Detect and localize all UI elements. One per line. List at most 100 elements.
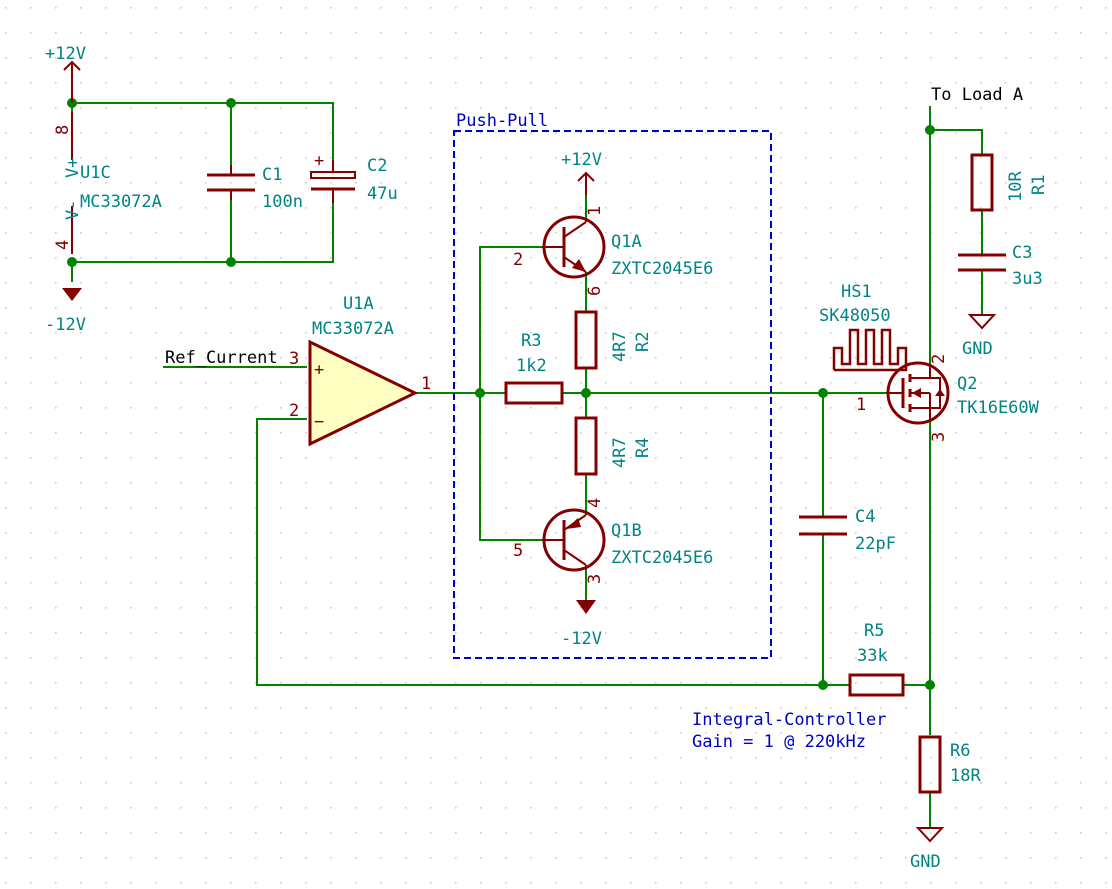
pin-number: 2 <box>513 250 523 270</box>
pin-name: V- <box>63 200 83 220</box>
heatsink-hs1: HS1 SK48050 <box>819 282 908 372</box>
net-label-ref-current: Ref_Current <box>165 348 278 368</box>
transistor-q1b: 5 4 3 Q1B ZXTC2045E6 <box>513 498 713 584</box>
junction-dot <box>67 257 77 267</box>
component-value: 33k <box>857 646 888 666</box>
component-ref: C4 <box>855 507 875 527</box>
group-boundary <box>453 130 772 659</box>
pin-number: 4 <box>585 498 605 508</box>
component-value: ZXTC2045E6 <box>611 548 713 568</box>
component-ref: C3 <box>1012 243 1032 263</box>
component-ref: U1C <box>80 163 111 183</box>
component-value: 18R <box>950 766 981 786</box>
component-ref: Q1A <box>611 232 642 252</box>
resistor-r2: 4R7 R2 <box>574 310 653 370</box>
wire-q1a-base <box>479 246 542 393</box>
pin-number: 3 <box>289 349 299 369</box>
pin-number: 4 <box>53 240 73 250</box>
emitter-arrow-icon <box>566 518 581 529</box>
capacitor-c1: C1 100n <box>207 165 303 212</box>
resistor-r4: 4R7 R4 <box>574 416 653 476</box>
pin-number: 5 <box>513 541 523 561</box>
resistor-r1: 10R R1 <box>970 153 1049 212</box>
capacitor-c3: C3 3u3 <box>958 243 1043 289</box>
component-ref: HS1 <box>841 282 872 302</box>
pin-number: 2 <box>929 354 949 364</box>
component-value: MC33072A <box>312 319 394 339</box>
power-vneg-left: -12V <box>45 288 86 335</box>
u1c-symbol: 8 4 V+ V- U1C MC33072A <box>53 112 162 254</box>
pin-name: V+ <box>63 158 83 178</box>
power-gnd-r6: GND <box>910 827 945 872</box>
transistor-q1a: 2 1 6 Q1A ZXTC2045E6 <box>513 206 713 296</box>
resistor-r6: R6 18R <box>918 735 981 794</box>
component-ref: U1A <box>343 294 374 314</box>
component-ref: Q1B <box>611 521 642 541</box>
power-label: -12V <box>561 629 602 649</box>
pin-number: 1 <box>421 374 431 394</box>
body-arrow-icon <box>912 388 921 398</box>
junction-dot <box>226 98 236 108</box>
ground-icon <box>915 827 945 843</box>
component-value: 47u <box>367 184 398 204</box>
pin-number: 3 <box>929 432 949 442</box>
power-vpos-q1a: +12V <box>561 150 602 195</box>
polarity-mark: + <box>314 151 324 171</box>
pin-number: 1 <box>585 206 605 216</box>
component-ref: R5 <box>864 621 884 641</box>
pin-number: 1 <box>856 395 866 415</box>
component-value: ZXTC2045E6 <box>611 259 713 279</box>
component-value: SK48050 <box>819 306 891 326</box>
power-vneg-q1b: -12V <box>561 600 602 649</box>
input-minus-sign: − <box>314 412 324 432</box>
component-ref: C2 <box>367 156 387 176</box>
net-label-to-load: To Load A <box>931 85 1023 105</box>
diode-icon <box>935 389 945 396</box>
component-ref: R6 <box>950 741 970 761</box>
push-pull-group: Push-Pull <box>453 111 772 659</box>
junction-dot <box>925 680 935 690</box>
component-value: 4R7 <box>610 331 630 362</box>
power-label: GND <box>910 852 941 872</box>
power-vpos-left: +12V <box>45 44 86 103</box>
component-value: MC33072A <box>80 192 162 212</box>
group-title: Push-Pull <box>456 111 548 131</box>
component-ref: R1 <box>1029 175 1049 195</box>
power-label: +12V <box>45 44 86 64</box>
resistor-r5: R5 33k <box>848 621 905 697</box>
power-gnd-c3: GND <box>962 314 997 359</box>
capacitor-c4: C4 22pF <box>799 507 896 554</box>
arrow-down-icon <box>576 600 596 614</box>
junction-dot <box>818 388 828 398</box>
junction-dot <box>226 257 236 267</box>
component-value: 100n <box>262 192 303 212</box>
emitter-arrow-icon <box>572 259 586 272</box>
capacitor-c2: + C2 47u <box>310 151 398 204</box>
pin-number: 2 <box>289 401 299 421</box>
power-label: -12V <box>45 315 86 335</box>
junction-dot <box>818 680 828 690</box>
heatsink-icon <box>832 328 908 372</box>
note-line: Gain = 1 @ 220kHz <box>692 732 866 752</box>
wire-feedback <box>256 418 850 686</box>
ground-icon <box>967 314 997 330</box>
component-ref: C1 <box>262 165 282 185</box>
component-value: TK16E60W <box>957 398 1040 418</box>
component-value: 22pF <box>855 534 896 554</box>
pin-number: 6 <box>585 286 605 296</box>
component-ref: R4 <box>633 438 653 458</box>
wire-q1b-base <box>479 393 542 541</box>
junction-dot <box>581 388 591 398</box>
note-integral-controller: Integral-Controller Gain = 1 @ 220kHz <box>692 710 886 752</box>
pin-number: 3 <box>585 574 605 584</box>
opamp-u1a: + − 3 2 1 U1A MC33072A <box>289 294 431 447</box>
wire-vneg-rail <box>72 203 334 263</box>
component-ref: Q2 <box>957 374 977 394</box>
opamp-triangle <box>308 339 419 447</box>
resistor-r3: R3 1k2 <box>504 331 564 405</box>
pin-number: 8 <box>53 125 73 135</box>
arrow-down-icon <box>62 288 82 301</box>
component-value: 10R <box>1006 171 1026 202</box>
component-ref: R2 <box>633 332 653 352</box>
